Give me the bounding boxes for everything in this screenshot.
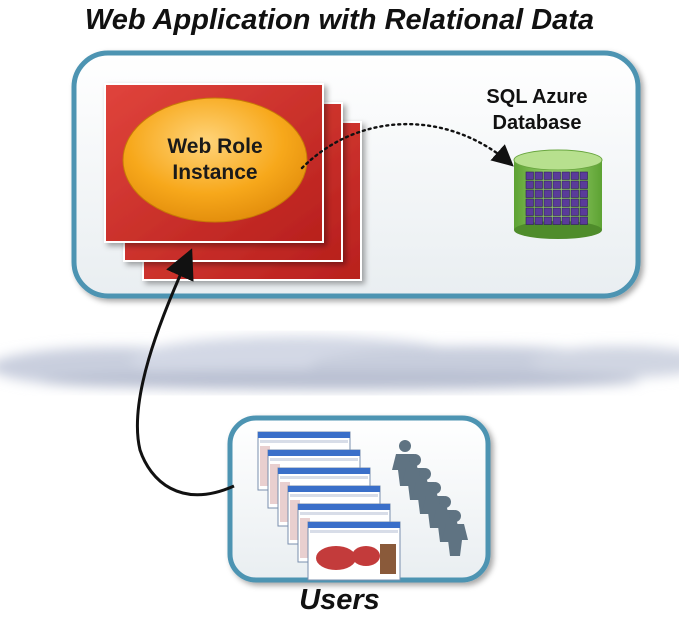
data-connection-arrow [300,122,514,170]
database-grid-cell [561,207,570,216]
diagram-title: Web Application with Relational Data [84,4,595,36]
database-grid-cell [525,207,534,216]
database-grid-cell [534,198,543,207]
database-grid-cell [525,216,534,225]
database-grid-cell [579,189,588,198]
database-grid-icon [525,171,588,225]
web-role-oval [122,97,308,223]
database-grid-cell [543,198,552,207]
database-grid-cell [543,171,552,180]
database-grid-cell [552,207,561,216]
web-role-label-line1: Web Role [167,135,263,158]
database-label-line1: SQL Azure [486,86,588,108]
database-grid-cell [534,171,543,180]
database-grid-cell [543,180,552,189]
database-grid-cell [570,171,579,180]
database-label-line2: Database [492,112,582,134]
database-grid-cell [534,180,543,189]
database-grid-cell [561,189,570,198]
database-grid-cell [552,180,561,189]
database-grid-cell [561,198,570,207]
database-grid-cell [534,189,543,198]
database-grid-cell [561,216,570,225]
database-grid-cell [534,216,543,225]
database-grid-cell [543,216,552,225]
database-grid-cell [543,189,552,198]
database-grid-cell [525,189,534,198]
database-grid-cell [579,180,588,189]
database-grid-cell [534,207,543,216]
browser-window-icon [307,521,401,581]
users-people-icon [392,440,468,556]
database-grid-cell [579,216,588,225]
database-grid-cell [552,189,561,198]
database-grid-cell [579,198,588,207]
database-grid-cell [570,207,579,216]
database-label: SQL Azure Database [472,84,602,136]
person-icon [442,510,468,556]
database-grid-cell [579,171,588,180]
database-grid-cell [525,171,534,180]
database-grid-cell [552,171,561,180]
web-role-instance-stack [104,83,362,281]
web-role-label: Web Role Instance [125,134,305,186]
database-grid-cell [570,180,579,189]
database-grid-cell [561,180,570,189]
cloud-layer [0,336,679,390]
database-grid-cell [579,207,588,216]
web-role-label-line2: Instance [172,161,258,184]
database-icon [513,149,603,239]
database-grid-cell [525,180,534,189]
user-request-arrow [135,248,235,497]
database-grid-cell [570,189,579,198]
database-grid-cell [570,216,579,225]
database-grid-cell [543,207,552,216]
database-grid-cell [552,216,561,225]
database-grid-cell [570,198,579,207]
database-grid-cell [561,171,570,180]
browser-windows-stack [257,431,401,581]
database-grid-cell [552,198,561,207]
users-label: Users [299,584,380,616]
database-grid-cell [525,198,534,207]
